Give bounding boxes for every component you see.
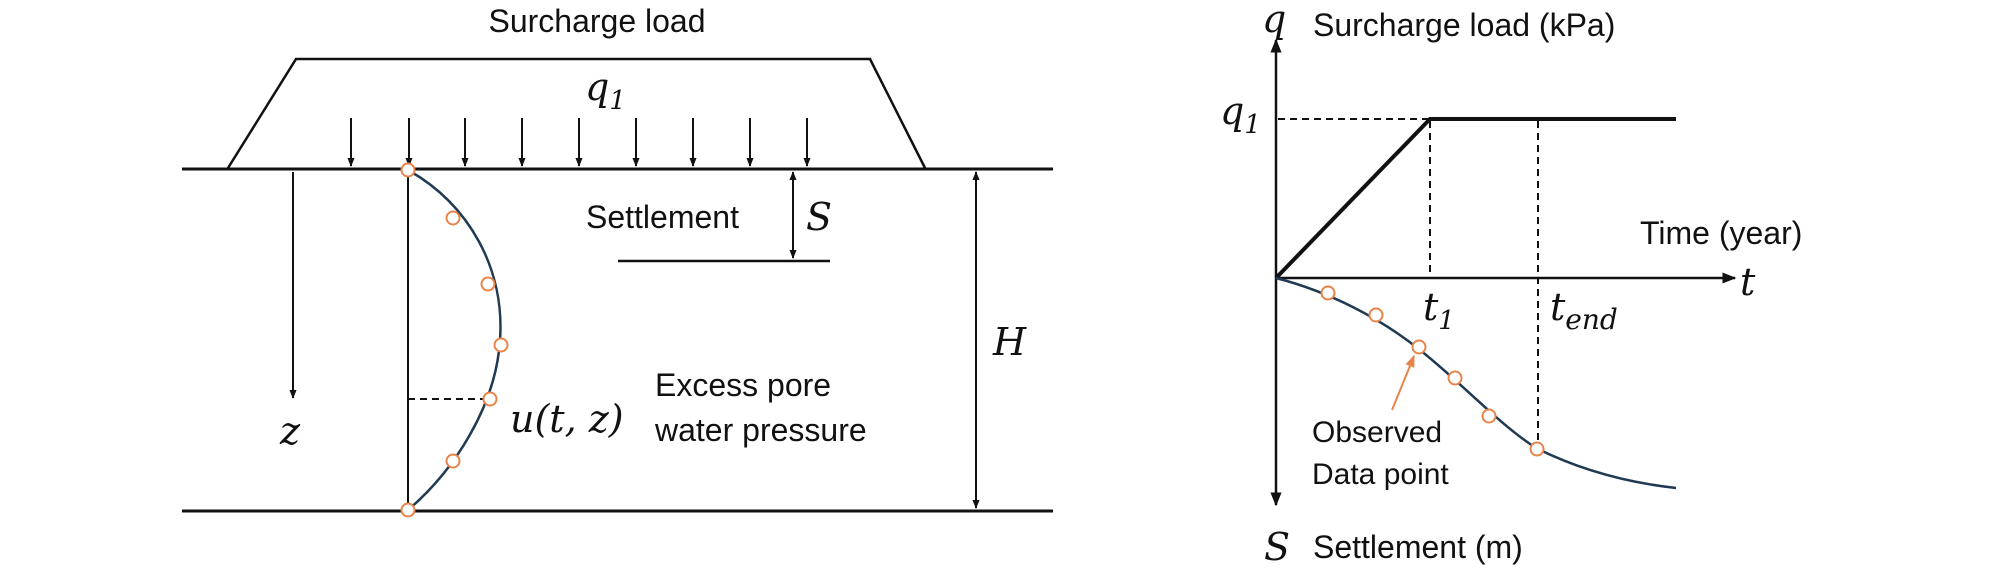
q-axis-symbol: q xyxy=(1262,0,1286,41)
settlement-symbol: S xyxy=(806,195,832,239)
right-diagram: q Surcharge load (kPa) q1 Time (year) t … xyxy=(1220,0,1802,569)
settlement-marker xyxy=(1368,307,1384,323)
pressure-label-line2: water pressure xyxy=(654,412,867,448)
q-axis-label: Surcharge load (kPa) xyxy=(1313,7,1615,43)
pressure-markers xyxy=(400,162,509,518)
settlement-curve xyxy=(1275,276,1677,490)
tend-symbol: tend xyxy=(1550,285,1618,336)
embankment-outline xyxy=(226,57,927,169)
settlement-marker xyxy=(1320,285,1336,301)
settlement-marker xyxy=(1529,441,1545,457)
settlement-marker xyxy=(1411,339,1427,355)
q1-symbol: q1 xyxy=(1220,89,1261,140)
s-axis-label: Settlement (m) xyxy=(1313,529,1523,565)
left-diagram: Surcharge load q1 z xyxy=(182,3,1053,518)
pressure-symbol: u(t, z) xyxy=(510,397,624,441)
time-label: Time (year) xyxy=(1640,215,1802,251)
t-axis-symbol: t xyxy=(1740,260,1756,304)
t1-symbol: t1 xyxy=(1423,285,1455,336)
pressure-marker xyxy=(480,276,496,292)
load-history-line xyxy=(1274,117,1676,280)
settlement-marker xyxy=(1447,370,1463,386)
pressure-marker xyxy=(400,502,416,518)
observed-pointer-arrow xyxy=(1391,354,1415,411)
pressure-label-line1: Excess pore xyxy=(655,367,831,403)
observed-label-line2: Data point xyxy=(1312,458,1449,491)
s-axis-symbol: S xyxy=(1264,525,1290,569)
thickness-symbol: H xyxy=(992,320,1027,364)
settlement-markers xyxy=(1320,285,1545,457)
depth-symbol: z xyxy=(279,409,301,453)
pressure-marker xyxy=(400,162,416,178)
surcharge-label: Surcharge load xyxy=(488,3,705,39)
pressure-marker xyxy=(445,210,461,226)
load-arrows xyxy=(347,118,811,167)
settlement-label: Settlement xyxy=(586,199,739,235)
pressure-marker xyxy=(493,337,509,353)
settlement-marker xyxy=(1481,408,1497,424)
pressure-marker xyxy=(445,453,461,469)
load-symbol-q1: q1 xyxy=(585,65,626,116)
pressure-marker xyxy=(482,391,498,407)
observed-label-line1: Observed xyxy=(1312,416,1442,449)
